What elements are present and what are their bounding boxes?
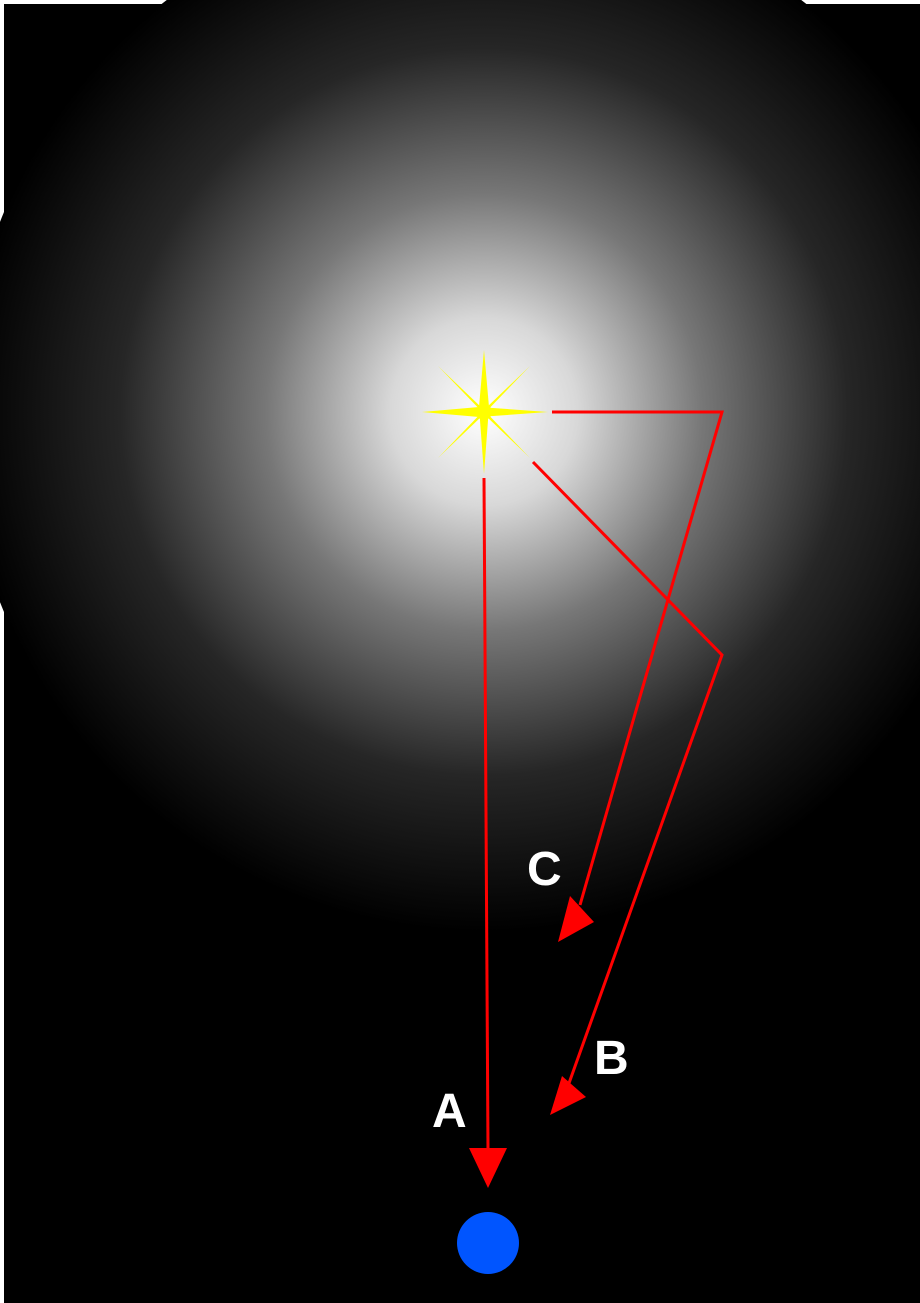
star-icon: [422, 350, 548, 474]
ray-b-arrowhead: [550, 1076, 586, 1115]
label-b: B: [594, 1032, 629, 1085]
ray-b: [531, 460, 724, 1115]
ray-c-arrowhead: [558, 896, 594, 942]
observer-dot: [457, 1212, 519, 1274]
label-c: C: [527, 843, 562, 896]
light-glow: [0, 0, 920, 932]
ray-c: [552, 410, 724, 942]
label-a: A: [432, 1085, 467, 1138]
ray-a: [469, 477, 507, 1188]
ray-a-arrowhead: [469, 1148, 507, 1188]
